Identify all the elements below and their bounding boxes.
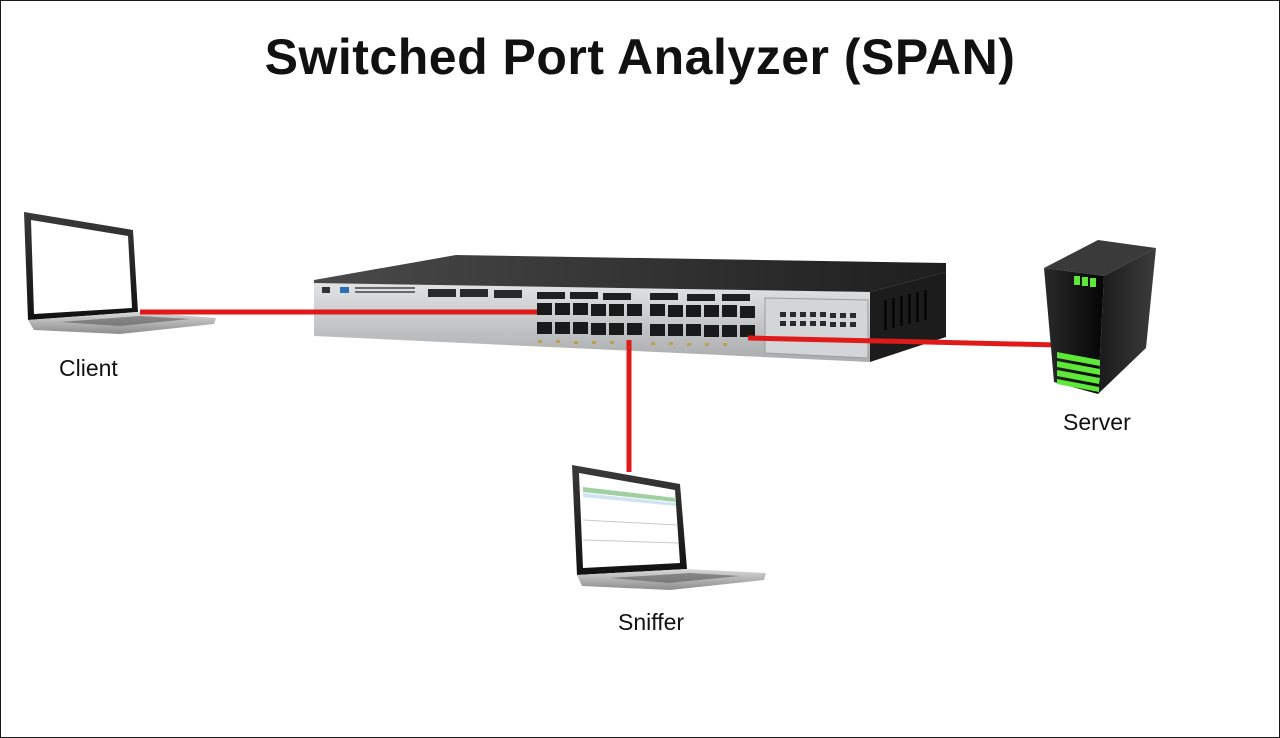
server-status-leds [1074, 276, 1096, 287]
network-links [140, 309, 1059, 472]
packet-capture-window-icon [582, 487, 679, 544]
server-label: Server [1063, 409, 1131, 435]
server-icon [1044, 240, 1156, 394]
sniffer-laptop-icon [572, 465, 766, 590]
client-label: Client [59, 355, 118, 381]
link-server-switch [747, 335, 1059, 348]
network-switch-icon [314, 255, 946, 362]
sniffer-label: Sniffer [618, 609, 685, 635]
server-drive-bays [1057, 352, 1100, 392]
switch-ports [537, 292, 750, 301]
client-laptop-icon [24, 212, 216, 334]
diagram-title: Switched Port Analyzer (SPAN) [264, 29, 1016, 85]
